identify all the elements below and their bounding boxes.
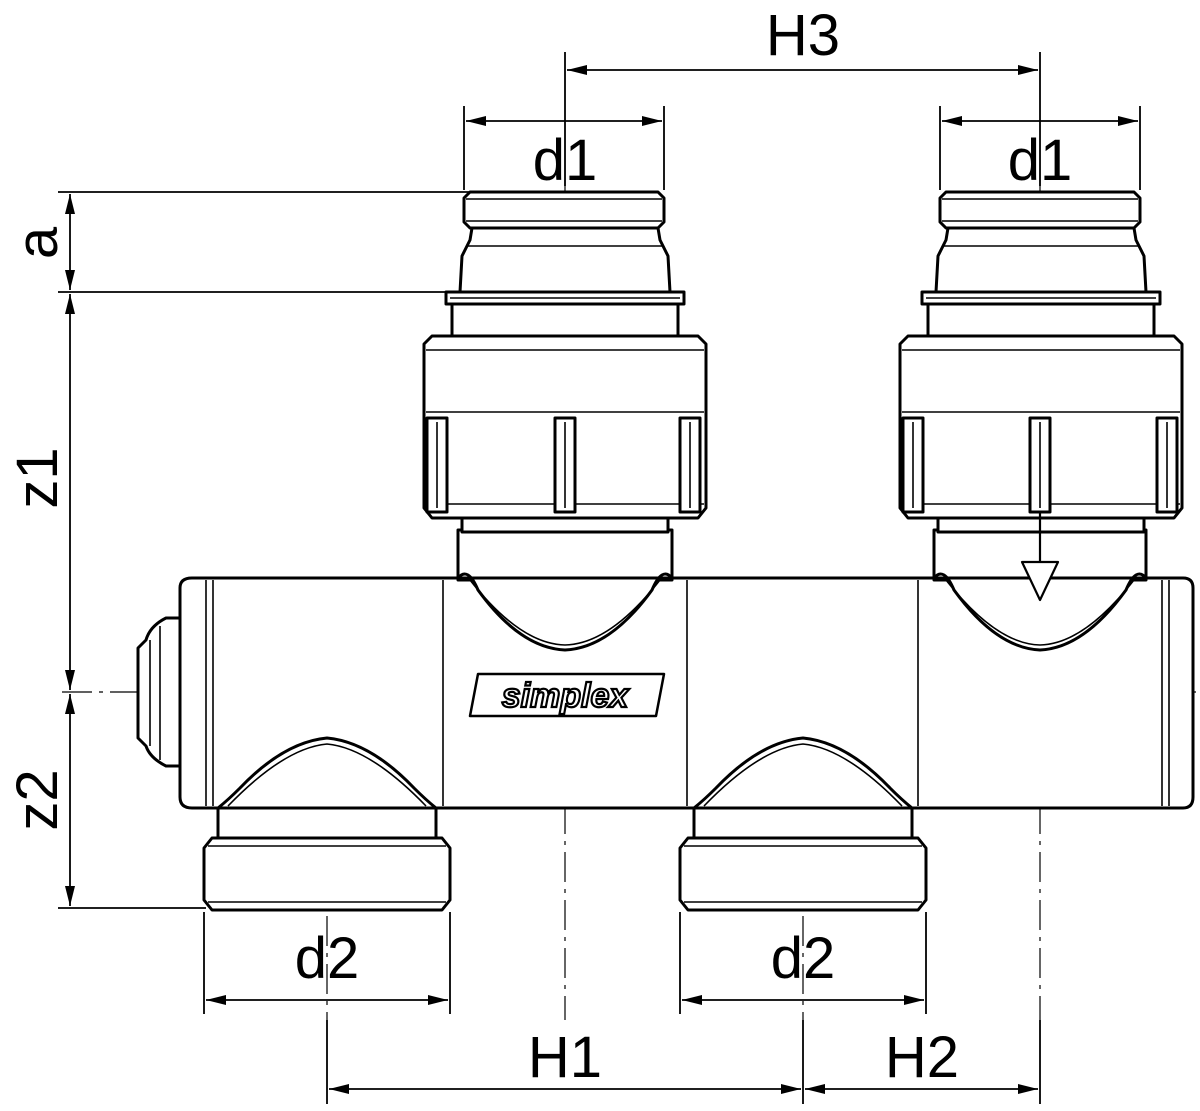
label-H2: H2 — [885, 1025, 959, 1090]
dimension-z2: z2 — [5, 694, 75, 906]
brand-logo: simplex — [468, 672, 666, 718]
outlet-thread-right — [678, 806, 928, 912]
upper-saddle-left — [456, 528, 674, 652]
dimension-z1: z1 — [5, 294, 75, 690]
lower-saddle-left — [216, 736, 438, 810]
label-z2: z2 — [5, 769, 70, 830]
flow-arrow-icon — [1020, 512, 1060, 602]
lower-saddle-right — [692, 736, 914, 810]
dimension-H2: H2 — [805, 1020, 1041, 1104]
label-z1: z1 — [5, 447, 70, 508]
dimension-d2-left: d2 — [203, 912, 451, 1014]
extension-lines-left — [58, 191, 470, 909]
label-d2-left: d2 — [295, 926, 360, 991]
dimension-d2-right: d2 — [679, 912, 927, 1014]
label-H3: H3 — [766, 3, 840, 68]
label-H1: H1 — [528, 1025, 602, 1090]
label-d2-right: d2 — [771, 926, 836, 991]
dimension-a: a — [5, 194, 75, 290]
dimension-H1: H1 — [326, 1020, 804, 1104]
side-plug — [136, 616, 182, 768]
dimension-H3: H3 — [564, 3, 1041, 186]
svg-text:simplex: simplex — [502, 677, 631, 715]
label-a: a — [5, 226, 70, 259]
dimension-d1-left: d1 — [463, 106, 665, 193]
label-d1-left: d1 — [533, 128, 598, 193]
connector-left — [422, 190, 708, 534]
dimension-d1-right: d1 — [939, 106, 1141, 193]
outlet-thread-left — [202, 806, 452, 912]
connector-right — [898, 190, 1184, 534]
label-d1-right: d1 — [1008, 128, 1073, 193]
manifold-body — [178, 576, 1195, 810]
